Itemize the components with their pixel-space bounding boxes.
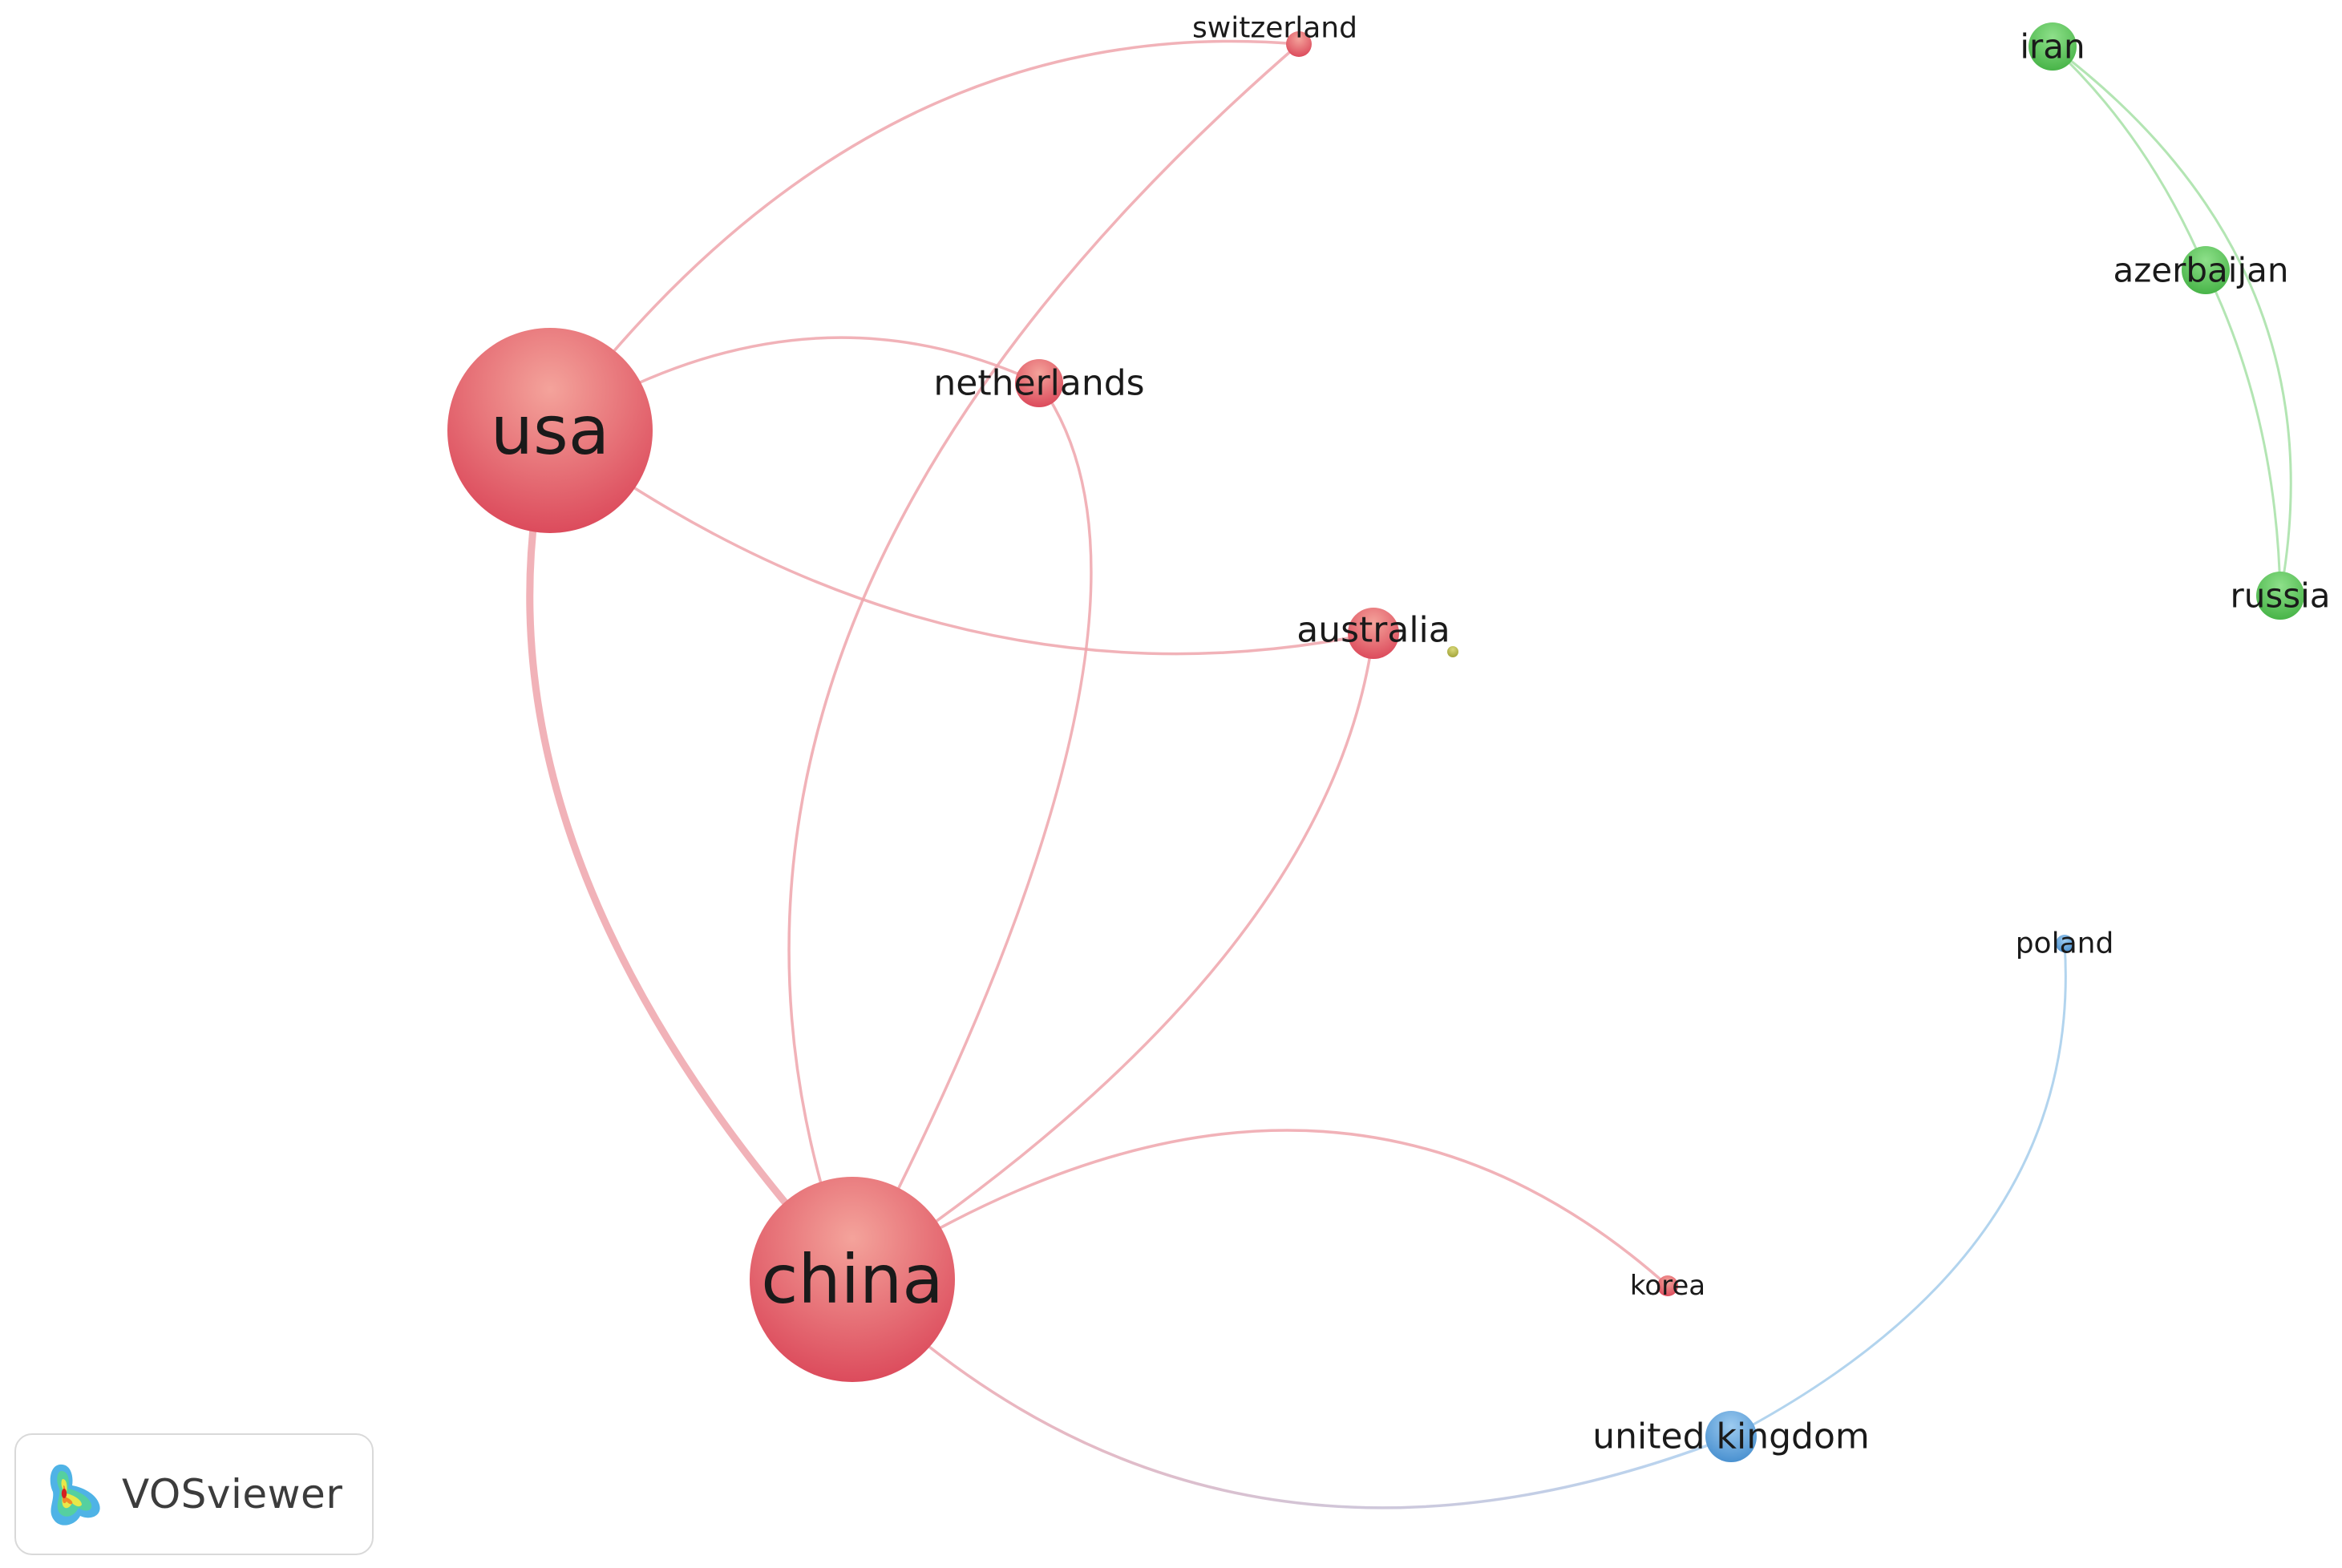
node-usa[interactable] [447,328,653,533]
node-label-australia[interactable]: australia [1296,610,1450,651]
link-usa-switzerland[interactable] [548,39,1300,432]
link-china-switzerland[interactable] [787,42,1300,1281]
node-netherlands[interactable] [1015,359,1063,407]
node-iran[interactable] [2029,22,2077,71]
node-label-switzerland[interactable]: switzerland [1192,12,1357,45]
node-poland[interactable] [2056,935,2073,952]
link-iran-russia[interactable] [2051,45,2292,597]
labels-layer: usa china switzerland netherlands australia k… [491,12,2331,1457]
link-azerbaijan-russia[interactable] [2204,269,2282,597]
link-china-netherlands[interactable] [851,382,1093,1281]
node-label-russia[interactable]: russia [2230,576,2330,616]
node-label-poland[interactable]: poland [2016,927,2114,960]
link-china-australia[interactable] [851,632,1375,1281]
node-label-usa[interactable]: usa [491,391,609,470]
link-china-korea[interactable] [851,1129,1669,1287]
node-label-netherlands[interactable]: netherlands [933,363,1144,404]
node-unlabeled[interactable] [1447,646,1458,657]
node-russia[interactable] [2256,572,2304,620]
link-usa-australia[interactable] [548,429,1375,656]
vosviewer-badge: VOSviewer [14,1433,374,1555]
node-label-united-kingdom[interactable]: united kingdom [1592,1416,1869,1457]
node-label-china[interactable]: china [761,1240,943,1319]
node-korea[interactable] [1657,1275,1678,1296]
node-australia[interactable] [1348,608,1399,659]
node-switzerland[interactable] [1286,31,1312,57]
nodes-layer [447,22,2304,1462]
link-united_kingdom-poland[interactable] [1729,942,2067,1438]
node-label-azerbaijan[interactable]: azerbaijan [2113,251,2289,290]
node-label-iran[interactable]: iran [2020,27,2085,67]
vosviewer-logo-icon [50,1464,100,1526]
link-china-united_kingdom[interactable] [851,1278,1733,1509]
node-azerbaijan[interactable] [2182,246,2230,294]
link-iran-azerbaijan[interactable] [2051,45,2207,272]
links-layer [526,39,2292,1509]
node-united-kingdom[interactable] [1705,1411,1757,1462]
vosviewer-brand-name: VOSviewer [122,1471,343,1517]
node-china[interactable] [750,1177,955,1382]
node-label-korea[interactable]: korea [1630,1270,1705,1302]
link-usa-china[interactable] [526,426,856,1283]
